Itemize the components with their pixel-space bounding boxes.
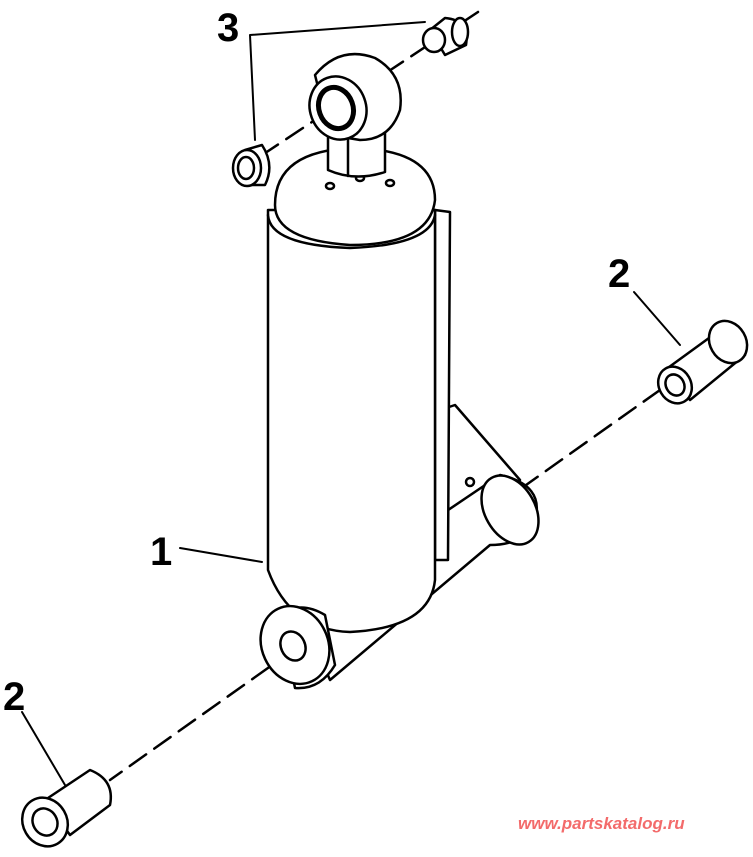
bushing-upper-right <box>421 16 470 57</box>
upper-eye <box>308 52 402 142</box>
cylinder-body <box>266 146 452 634</box>
callout-1: 1 <box>150 530 173 574</box>
lower-eye <box>259 604 337 690</box>
callout-2-right: 2 <box>608 252 631 296</box>
callout-3: 3 <box>217 6 240 50</box>
bushing-upper-left <box>231 143 271 188</box>
bushing-left <box>20 768 113 848</box>
bushing-right <box>656 319 749 405</box>
leader-lines <box>21 21 681 786</box>
watermark: www.partskatalog.ru <box>518 814 685 833</box>
callout-2-left: 2 <box>3 675 26 719</box>
